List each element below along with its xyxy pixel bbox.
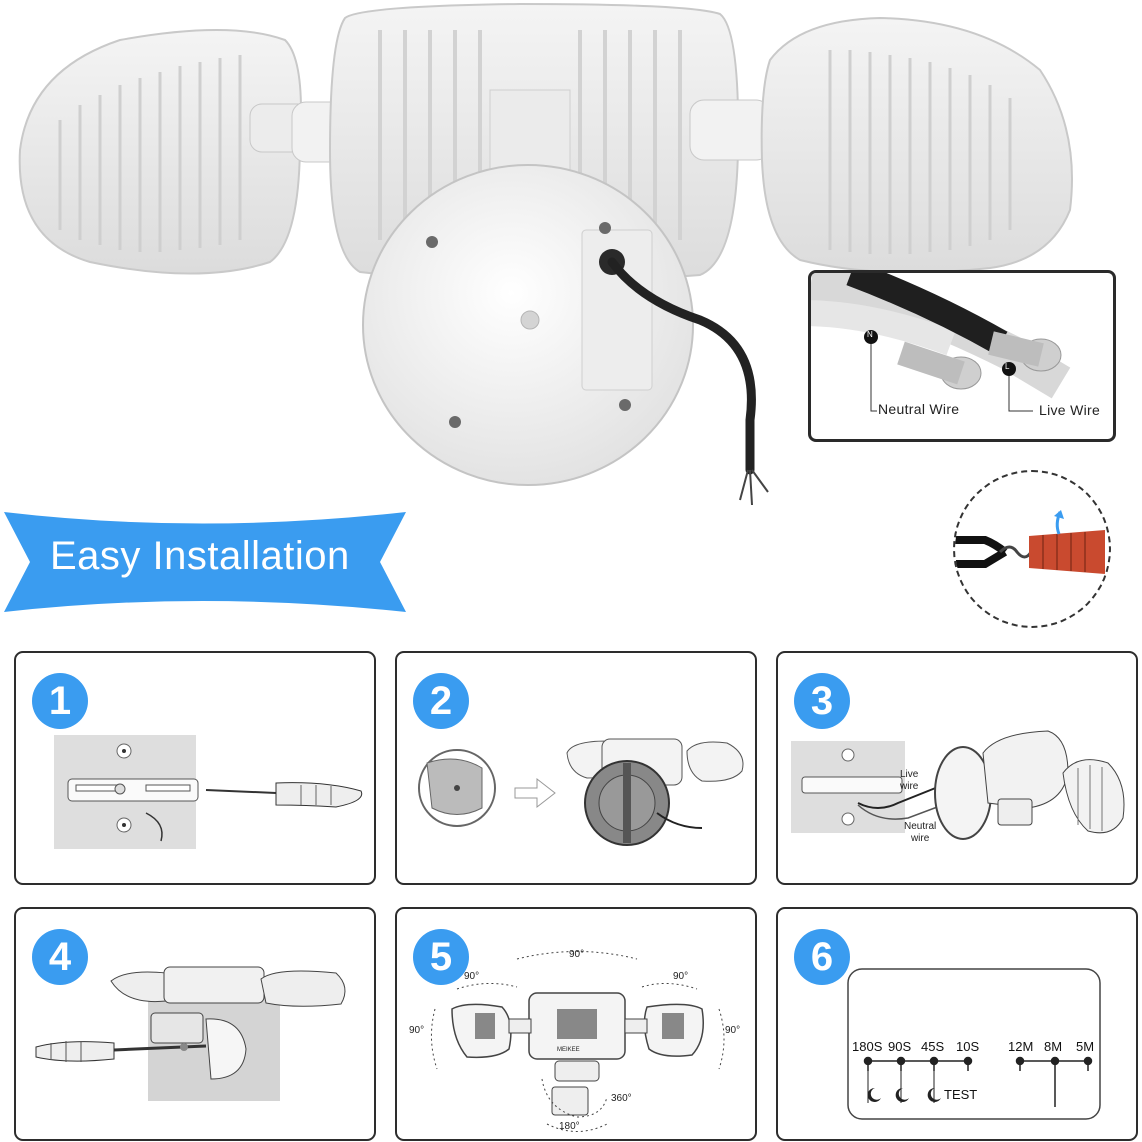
step-1-panel: 1 <box>14 651 376 885</box>
angle-right-top-label: 90° <box>673 971 689 982</box>
right-lamp-head <box>689 16 1073 274</box>
step-1-number: 1 <box>32 673 88 729</box>
time-setting-3: 10S <box>956 1039 980 1054</box>
time-setting-1: 90S <box>888 1039 912 1054</box>
moon-icon <box>895 1087 909 1102</box>
range-setting-0: 12M <box>1008 1039 1034 1054</box>
angle-left-top-label: 90° <box>464 971 480 982</box>
angle-right-side-label: 90° <box>725 1025 741 1036</box>
step-3-illustration <box>791 730 1125 840</box>
moon-icon <box>867 1087 881 1102</box>
moon-icons <box>867 1087 941 1102</box>
step-2-panel: 2 <box>395 651 757 885</box>
neutral-badge: N <box>867 330 874 339</box>
step-3-live-label: Live wire <box>900 769 919 792</box>
step-2-illustration <box>418 738 744 846</box>
step-5-panel: 5 90° 90° 90° 90° 90° 360° 180° MEIKEE <box>395 907 757 1141</box>
mounting-plate <box>362 164 769 506</box>
step-6-panel: 6 180S 90S 45S 10S TEST 12M 8M 5M <box>776 907 1138 1141</box>
step-1-illustration <box>54 735 363 849</box>
banner-title: Easy Installation <box>50 534 350 578</box>
step-2-number: 2 <box>413 673 469 729</box>
wire-nut-detail <box>953 470 1111 628</box>
step-5-illustration <box>431 951 725 1132</box>
range-setting-2: 5M <box>1076 1039 1095 1054</box>
step-6-number: 6 <box>794 929 850 985</box>
left-lamp-head <box>18 29 373 275</box>
brand-label: MEIKEE <box>557 1047 580 1053</box>
step-6-illustration <box>847 968 1101 1120</box>
wire-detail-inset: N L Neutral Wire Live Wire <box>808 270 1116 442</box>
angle-rotate-label: 360° <box>611 1093 632 1104</box>
angle-bottom-label: 180° <box>559 1121 580 1132</box>
step-3-panel: 3 Live wire Neutral wire <box>776 651 1138 885</box>
time-setting-0: 180S <box>852 1039 883 1054</box>
step-3-number: 3 <box>794 673 850 729</box>
time-setting-2: 45S <box>921 1039 945 1054</box>
angle-left-side-label: 90° <box>409 1025 425 1036</box>
wire-nut-icon <box>1029 530 1105 574</box>
live-wire-label: Live Wire <box>1039 402 1101 418</box>
product-illustration <box>4 2 1073 612</box>
test-label: TEST <box>944 1087 978 1102</box>
live-badge: L <box>1005 362 1010 371</box>
angle-top-label: 90° <box>569 949 585 960</box>
step-4-illustration <box>35 966 346 1101</box>
range-setting-1: 8M <box>1044 1039 1063 1054</box>
step-3-neutral-label: Neutral wire <box>904 821 937 844</box>
step-4-panel: 4 <box>14 907 376 1141</box>
step-4-number: 4 <box>32 929 88 985</box>
step-5-number: 5 <box>413 929 469 985</box>
banner-shape <box>4 512 406 612</box>
neutral-wire-label: Neutral Wire <box>878 401 960 417</box>
moon-icon <box>927 1087 941 1102</box>
